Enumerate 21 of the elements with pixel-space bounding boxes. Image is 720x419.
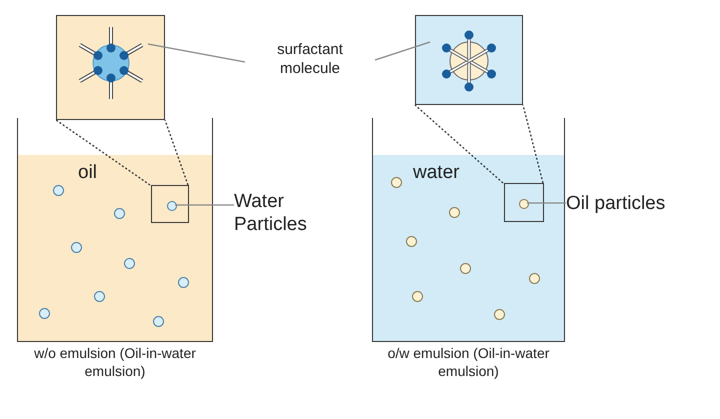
callout-label: Water Particles: [234, 190, 334, 244]
callout-label: surfactant molecule: [245, 40, 375, 82]
callout-label: Oil particles: [566, 192, 716, 222]
zoom-guide-line: [56, 119, 150, 186]
zoom-guide-line: [522, 104, 544, 184]
beaker: [372, 118, 565, 342]
zoom-frame: [151, 185, 189, 223]
magnified-view-frame: [56, 15, 165, 120]
magnified-view-frame: [415, 15, 523, 105]
leader-line: [148, 43, 246, 63]
beaker: [17, 118, 213, 342]
beaker-caption: o/w emulsion (Oil-in-water emulsion): [386, 344, 550, 380]
beaker-caption: w/o emulsion (Oil-in-water emulsion): [33, 344, 197, 380]
leader-line: [175, 204, 234, 206]
zoom-guide-line: [164, 120, 189, 186]
water-label: water: [413, 162, 460, 184]
leader-line: [527, 202, 566, 204]
leader-line: [374, 41, 430, 61]
zoom-guide-line: [414, 104, 504, 184]
oil-label: oil: [78, 162, 98, 184]
zoom-frame: [504, 183, 544, 222]
